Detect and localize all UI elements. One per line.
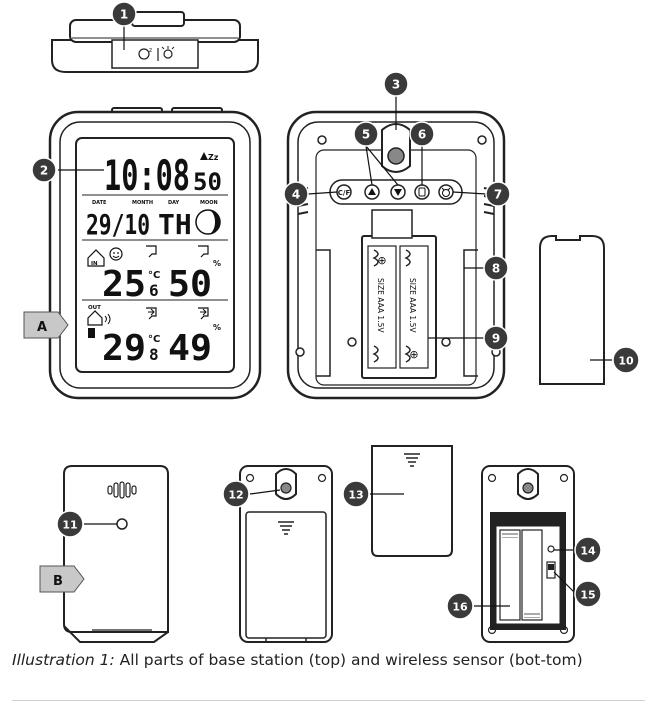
- lcd-outdoor-temp: 29: [102, 328, 146, 369]
- parts-diagram: z 10:08 50 Zz DATE MONTH DAY MOON 29/10 …: [23, 1, 640, 643]
- month-label: MONTH: [132, 200, 153, 206]
- battery-spec-2: SIZE AAA 1.5V: [408, 278, 417, 333]
- side-tag-b: B: [39, 565, 85, 593]
- svg-text:16: 16: [452, 601, 468, 614]
- caption-divider: [12, 700, 645, 701]
- sensor-front: [63, 465, 169, 643]
- lcd-indoor-humidity: 50: [168, 264, 212, 305]
- callout-10: 10: [612, 346, 640, 374]
- callout-9: 9: [483, 325, 509, 351]
- lcd-seconds: 50: [193, 168, 222, 196]
- caption-text: All parts of base station (top) and wire…: [114, 651, 583, 669]
- lcd-indoor-temp-decimal: 6: [149, 281, 159, 300]
- svg-text:7: 7: [494, 188, 502, 202]
- svg-text:C/F: C/F: [338, 189, 351, 197]
- leader-lines: [58, 24, 612, 607]
- home-icon: [87, 249, 105, 267]
- callout-1: 1: [111, 1, 137, 27]
- up-arrow-icon: [364, 184, 380, 200]
- callout-15: 15: [574, 580, 602, 608]
- light-snooze-button-icon: C/F: [336, 184, 352, 200]
- battery-polarity-plus-1: ⊕: [377, 254, 386, 267]
- callout-14: 14: [574, 536, 602, 564]
- callout-8: 8: [483, 255, 509, 281]
- base-station-back: C/F ⊕ ⊕ SIZE AAA 1.5: [286, 110, 506, 400]
- lcd-indoor-temp: 25: [102, 264, 146, 305]
- lcd-time: 10:08: [104, 151, 190, 200]
- svg-text:9: 9: [492, 332, 500, 346]
- callout-6: 6: [409, 121, 435, 147]
- caption-lead: Illustration 1:: [12, 651, 115, 669]
- callout-12: 12: [222, 480, 250, 508]
- svg-text:A: A: [37, 320, 47, 335]
- indoor-humidity-unit: %: [213, 259, 221, 268]
- svg-text:6: 6: [418, 128, 426, 142]
- base-station-top-view: z: [51, 11, 259, 73]
- svg-text:13: 13: [348, 489, 363, 502]
- callout-2: 2: [31, 157, 57, 183]
- callout-5: 5: [353, 121, 379, 147]
- callout-4: 4: [283, 181, 309, 207]
- smiley-icon: [109, 247, 123, 261]
- sensor-back-closed: [239, 465, 333, 643]
- date-label: DATE: [92, 200, 107, 206]
- indoor-temp-unit: °C: [148, 270, 160, 281]
- svg-text:14: 14: [580, 545, 596, 558]
- callout-11: 11: [56, 510, 84, 538]
- base-station-front: 10:08 50 Zz DATE MONTH DAY MOON 29/10 TH…: [48, 107, 262, 400]
- svg-text:z: z: [149, 47, 152, 54]
- alarm-snooze-indicator: Zz: [208, 153, 219, 162]
- speaker-grille: [107, 481, 137, 499]
- lcd-outdoor-humidity: 49: [168, 328, 212, 369]
- callout-16: 16: [446, 592, 474, 620]
- side-tag-a: A: [23, 311, 69, 339]
- callout-13: 13: [342, 480, 370, 508]
- moon-label: MOON: [200, 200, 218, 206]
- svg-text:1: 1: [120, 8, 128, 22]
- svg-text:4: 4: [292, 188, 300, 202]
- svg-text:B: B: [53, 574, 63, 589]
- out-label: OUT: [88, 305, 101, 311]
- day-label: DAY: [168, 200, 180, 206]
- alarm-icon: [438, 184, 454, 200]
- battery-polarity-plus-2: ⊕: [409, 348, 418, 361]
- lcd-outdoor-temp-decimal: 8: [149, 345, 159, 364]
- outdoor-humidity-unit: %: [213, 323, 221, 332]
- callout-badges: 1 2 3 4 5 6 7 8 9 10 11 12 13 14 15 16: [31, 1, 640, 620]
- in-label: IN: [91, 261, 98, 267]
- svg-text:3: 3: [392, 78, 400, 92]
- sensor-back-open: [481, 465, 575, 643]
- svg-text:12: 12: [228, 489, 243, 502]
- reset-button: [547, 545, 555, 553]
- svg-text:15: 15: [580, 589, 595, 602]
- lcd-weekday: TH: [158, 208, 192, 241]
- down-arrow-icon: [390, 184, 406, 200]
- sensor-battery-cover: [371, 445, 453, 557]
- sensor-led: [116, 518, 128, 530]
- battery-cover: [539, 235, 605, 385]
- callout-7: 7: [485, 181, 511, 207]
- figure-caption: Illustration 1: All parts of base statio…: [12, 650, 642, 671]
- clock-set-icon: [414, 184, 430, 200]
- svg-text:5: 5: [362, 128, 370, 142]
- light-snooze-icon: z: [138, 46, 175, 61]
- svg-text:2: 2: [40, 164, 48, 178]
- lcd-date: 29/10: [86, 208, 150, 241]
- svg-text:8: 8: [492, 262, 500, 276]
- moon-phase-icon: [195, 209, 221, 235]
- callout-3: 3: [383, 71, 409, 97]
- outdoor-temp-unit: °C: [148, 334, 160, 345]
- svg-text:10: 10: [618, 355, 634, 368]
- battery-spec-1: SIZE AAA 1.5V: [376, 278, 385, 333]
- svg-text:11: 11: [62, 519, 77, 532]
